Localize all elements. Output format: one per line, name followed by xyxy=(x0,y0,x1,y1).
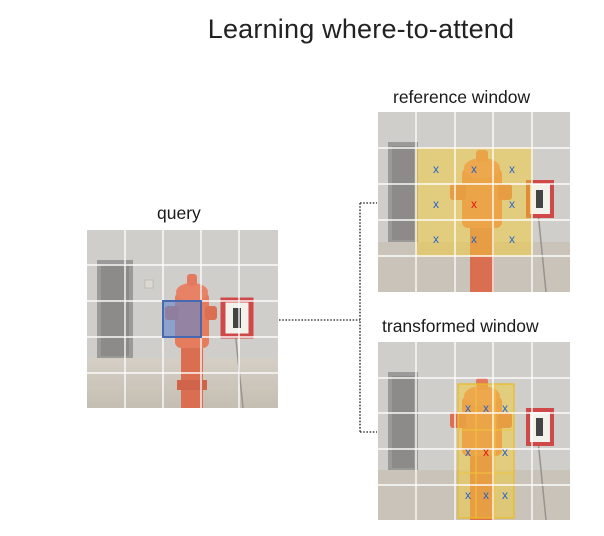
sample-marker: x xyxy=(483,488,489,502)
sample-marker: x xyxy=(502,488,508,502)
query-box xyxy=(162,300,202,338)
transformed-window-label: transformed window xyxy=(382,316,539,336)
sample-marker: x xyxy=(471,232,477,246)
sample-marker: x xyxy=(465,401,471,415)
center-marker: x xyxy=(471,197,477,211)
sample-marker: x xyxy=(433,162,439,176)
center-marker: x xyxy=(483,445,489,459)
sign-icon xyxy=(220,297,254,408)
reference-window-label: reference window xyxy=(393,87,531,107)
sample-marker: x xyxy=(433,197,439,211)
sample-marker: x xyxy=(509,197,515,211)
sample-marker: x xyxy=(465,488,471,502)
reference-window-image: x x x x x x x x x xyxy=(378,112,570,292)
diagram-title: Learning where-to-attend xyxy=(207,14,515,44)
query-image xyxy=(87,230,278,408)
sample-marker: x xyxy=(502,445,508,459)
sample-marker: x xyxy=(471,162,477,176)
sample-marker: x xyxy=(433,232,439,246)
query-label: query xyxy=(157,203,201,223)
sample-marker: x xyxy=(509,232,515,246)
sample-marker: x xyxy=(465,445,471,459)
sample-marker: x xyxy=(509,162,515,176)
transformed-window-image: x x x x x x x x x xyxy=(378,342,570,520)
sample-marker: x xyxy=(483,401,489,415)
sample-marker: x xyxy=(502,401,508,415)
